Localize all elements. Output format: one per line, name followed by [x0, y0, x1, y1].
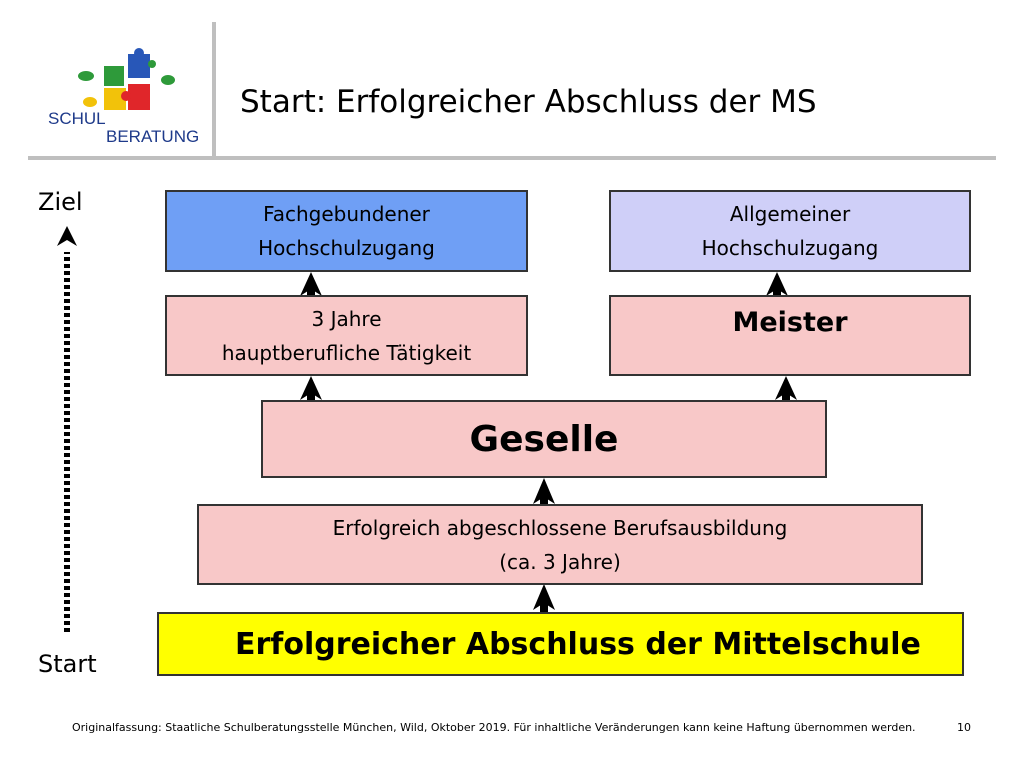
puzzle-logo-icon: [78, 48, 175, 110]
box-line: Fachgebundener: [263, 202, 430, 226]
page-title: Start: Erfolgreicher Abschluss der MS: [240, 84, 817, 120]
svg-text:SCHUL: SCHUL: [48, 109, 106, 128]
mittelschule-label: Erfolgreicher Abschluss der Mittelschule: [235, 626, 921, 662]
arrow-ausbildung-to-geselle: [533, 478, 555, 504]
box-geselle: Geselle: [261, 400, 827, 478]
ziel-label: Ziel: [38, 188, 83, 216]
header-vertical-divider: [212, 22, 216, 158]
box-line: Erfolgreich abgeschlossene Berufsausbild…: [332, 515, 788, 540]
box-fachgebundener-hochschulzugang: Fachgebundener Hochschulzugang: [165, 190, 528, 272]
arrow-geselle-to-taetigkeit: [300, 376, 322, 400]
box-allgemeiner-hochschulzugang: Allgemeiner Hochschulzugang: [609, 190, 971, 272]
progress-arrow-icon: [57, 226, 77, 632]
header-horizontal-divider: [28, 156, 996, 160]
arrow-meister-to-allgemein: [766, 272, 788, 296]
box-line: Hochschulzugang: [258, 236, 435, 260]
arrow-mittelschule-to-ausbildung: [533, 584, 555, 612]
box-hauptberufliche-taetigkeit: 3 Jahre hauptberufliche Tätigkeit: [165, 295, 528, 376]
box-line: (ca. 3 Jahre): [499, 549, 621, 574]
svg-text:BERATUNG: BERATUNG: [106, 127, 199, 146]
geselle-label: Geselle: [469, 418, 619, 460]
box-abschluss-mittelschule: Erfolgreicher Abschluss der Mittelschule: [157, 612, 964, 676]
meister-label: Meister: [732, 307, 848, 338]
box-line: 3 Jahre: [311, 306, 382, 331]
box-berufsausbildung: Erfolgreich abgeschlossene Berufsausbild…: [197, 504, 923, 585]
box-line: hauptberufliche Tätigkeit: [221, 340, 472, 365]
arrow-geselle-to-meister: [775, 376, 797, 400]
box-line: Hochschulzugang: [701, 236, 879, 260]
schulberatung-logo: SCHUL BERATUNG: [40, 44, 200, 149]
box-line: Allgemeiner: [729, 202, 851, 226]
arrow-taetigkeit-to-fachgebunden: [300, 272, 322, 296]
page-number: 10: [957, 721, 971, 734]
box-meister: Meister: [609, 295, 971, 376]
footer-note: Originalfassung: Staatliche Schulberatun…: [72, 721, 916, 734]
start-label: Start: [38, 650, 97, 678]
